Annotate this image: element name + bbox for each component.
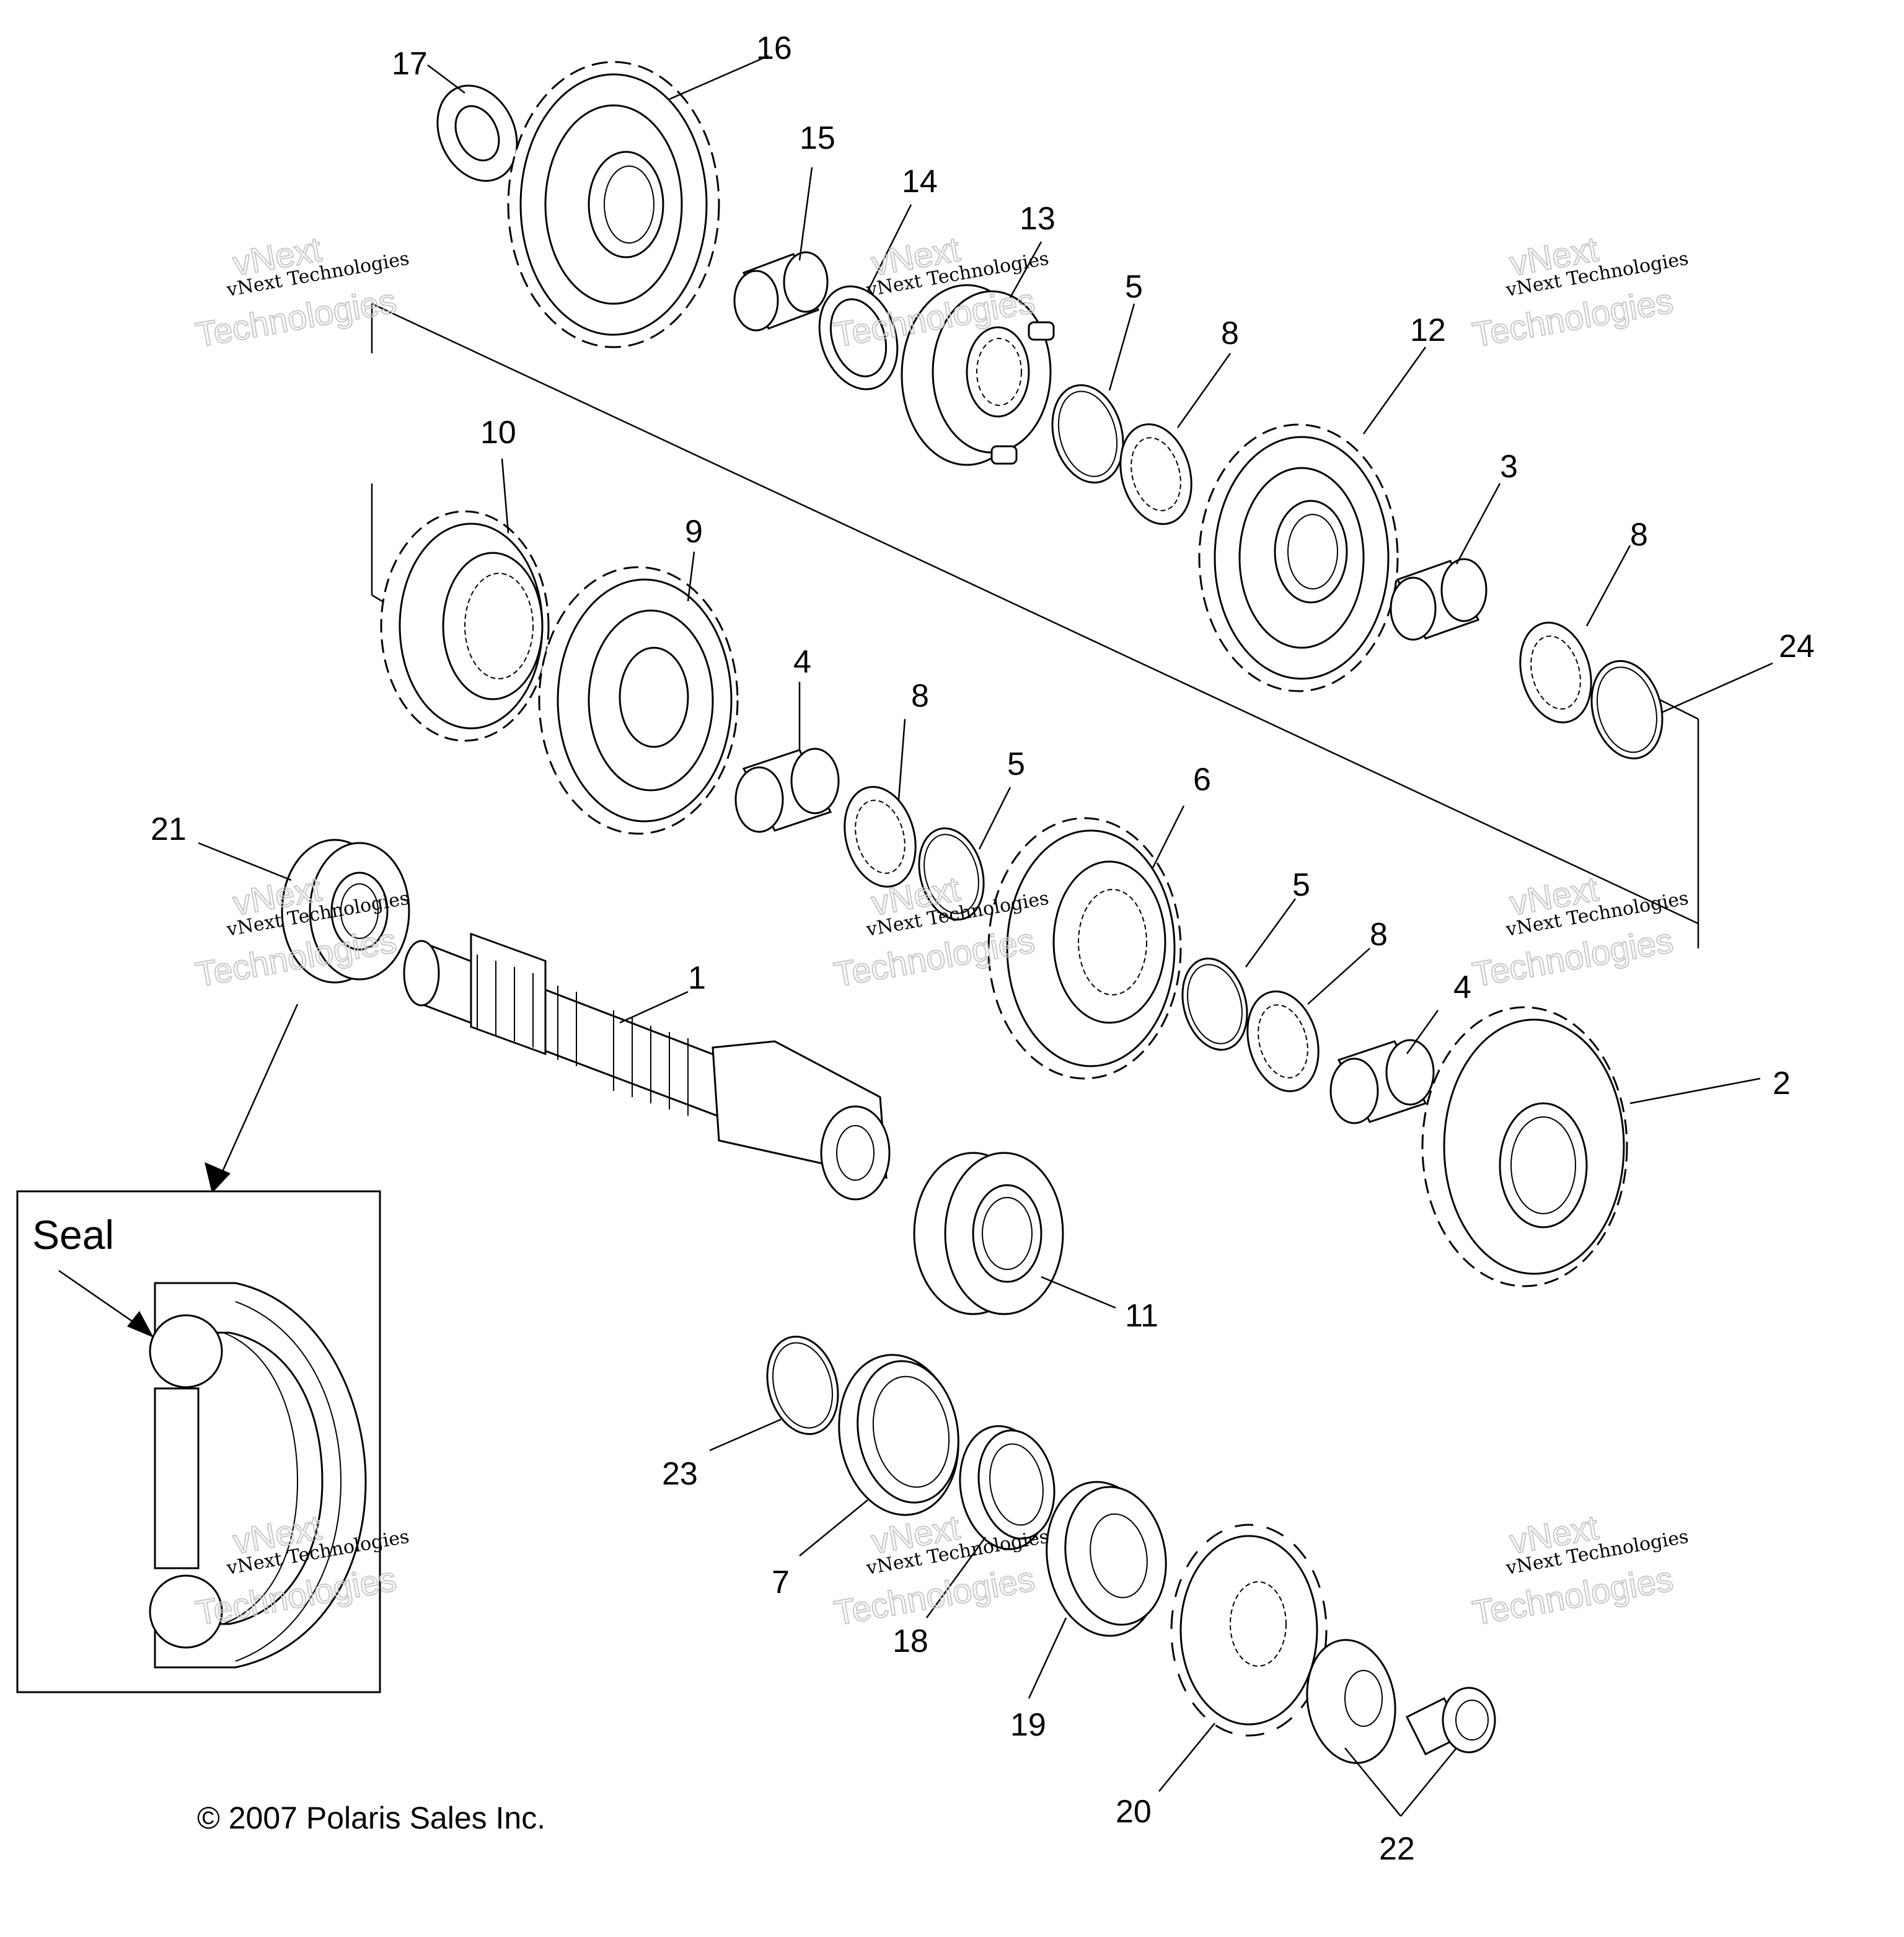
callout-7: 7 xyxy=(772,1564,790,1600)
part-20-sprocket xyxy=(1170,1524,1328,1737)
callout-10: 10 xyxy=(480,415,516,451)
part-8-splined-washer-d xyxy=(1246,991,1320,1092)
callout-11: 11 xyxy=(1125,1298,1158,1334)
callout-19: 19 xyxy=(1010,1707,1046,1743)
seal-label: Seal xyxy=(32,1212,114,1258)
callout-4-mid: 4 xyxy=(793,644,811,680)
seal-detail-inset xyxy=(16,1004,381,1693)
watermark-top-right: vNext Technologies vNext Technologies xyxy=(1469,229,1690,355)
svg-text:Technologies: Technologies xyxy=(1470,281,1676,355)
callout-4-low: 4 xyxy=(1453,969,1471,1005)
callout-6: 6 xyxy=(1193,762,1211,798)
watermark-mid-right: vNext Technologies vNext Technologies xyxy=(1469,868,1690,995)
part-14-washer xyxy=(818,285,899,390)
part-8-splined-washer-b xyxy=(1519,622,1592,723)
part-3-bushing xyxy=(1390,558,1488,641)
part-11-bearing xyxy=(913,1152,1064,1315)
svg-text:Technologies: Technologies xyxy=(831,1559,1038,1633)
part-18-spacer xyxy=(959,1425,1056,1550)
callout-labels: 17 16 15 14 13 5 8 12 3 8 24 10 9 4 8 5 … xyxy=(151,30,1815,1867)
watermark-low-right: vNext Technologies vNext Technologies xyxy=(1469,1507,1690,1633)
callout-5-top: 5 xyxy=(1125,269,1143,305)
callout-8-low: 8 xyxy=(1370,917,1388,953)
part-12-gear xyxy=(1198,423,1399,692)
leader-lines xyxy=(198,55,1773,1817)
part-8-splined-washer-c xyxy=(844,786,917,888)
callout-3: 3 xyxy=(1500,449,1518,485)
part-24-ring xyxy=(1590,660,1664,760)
part-15-bushing xyxy=(733,251,829,332)
callout-8-mid: 8 xyxy=(911,678,929,714)
callout-15: 15 xyxy=(800,120,835,156)
callout-16: 16 xyxy=(756,30,792,66)
part-17-thrust-washer xyxy=(436,84,518,182)
callout-2: 2 xyxy=(1773,1066,1791,1101)
part-16-gear xyxy=(507,61,720,348)
callout-23: 23 xyxy=(662,1456,698,1492)
part-21-bearing xyxy=(281,839,410,984)
part-6-gear xyxy=(987,817,1182,1080)
callout-13: 13 xyxy=(1020,201,1056,237)
callout-5-low: 5 xyxy=(1292,867,1310,903)
watermark-top-left: vNext Technologies vNext Technologies xyxy=(192,229,411,355)
part-23-o-ring xyxy=(766,1335,839,1436)
callout-21: 21 xyxy=(151,811,187,847)
part-19-washer xyxy=(1046,1481,1167,1637)
part-10-gear xyxy=(380,510,550,742)
callout-8-top: 8 xyxy=(1221,315,1239,351)
part-22-washer-and-bolt xyxy=(1306,1639,1496,1764)
part-4-bushing-a xyxy=(734,748,840,833)
callout-9: 9 xyxy=(685,514,703,550)
part-5-snap-ring-b xyxy=(918,827,985,921)
callout-8-right: 8 xyxy=(1630,517,1648,553)
copyright-notice: © 2007 Polaris Sales Inc. xyxy=(197,1801,545,1835)
part-9-gear xyxy=(538,566,739,835)
callout-14: 14 xyxy=(902,164,938,200)
svg-text:Technologies: Technologies xyxy=(193,281,399,355)
callout-12: 12 xyxy=(1410,312,1446,348)
part-1-main-shaft xyxy=(403,932,891,1201)
part-2-gear xyxy=(1421,1006,1628,1287)
part-4-bushing-b xyxy=(1329,1039,1435,1124)
callout-18: 18 xyxy=(892,1623,928,1659)
svg-text:Technologies: Technologies xyxy=(1470,1559,1676,1633)
svg-text:Technologies: Technologies xyxy=(1470,920,1676,994)
part-5-snap-ring-c xyxy=(1181,957,1248,1051)
part-8-splined-washer-a xyxy=(1119,423,1192,525)
callout-1: 1 xyxy=(688,960,706,996)
callout-5-mid: 5 xyxy=(1007,746,1025,782)
callout-20: 20 xyxy=(1116,1794,1152,1830)
part-7-seal xyxy=(838,1354,959,1516)
callout-24: 24 xyxy=(1779,629,1815,664)
part-5-snap-ring-a xyxy=(1051,384,1124,484)
callout-22: 22 xyxy=(1379,1831,1415,1867)
part-13-shift-dog xyxy=(901,284,1055,466)
callout-17: 17 xyxy=(392,46,428,82)
